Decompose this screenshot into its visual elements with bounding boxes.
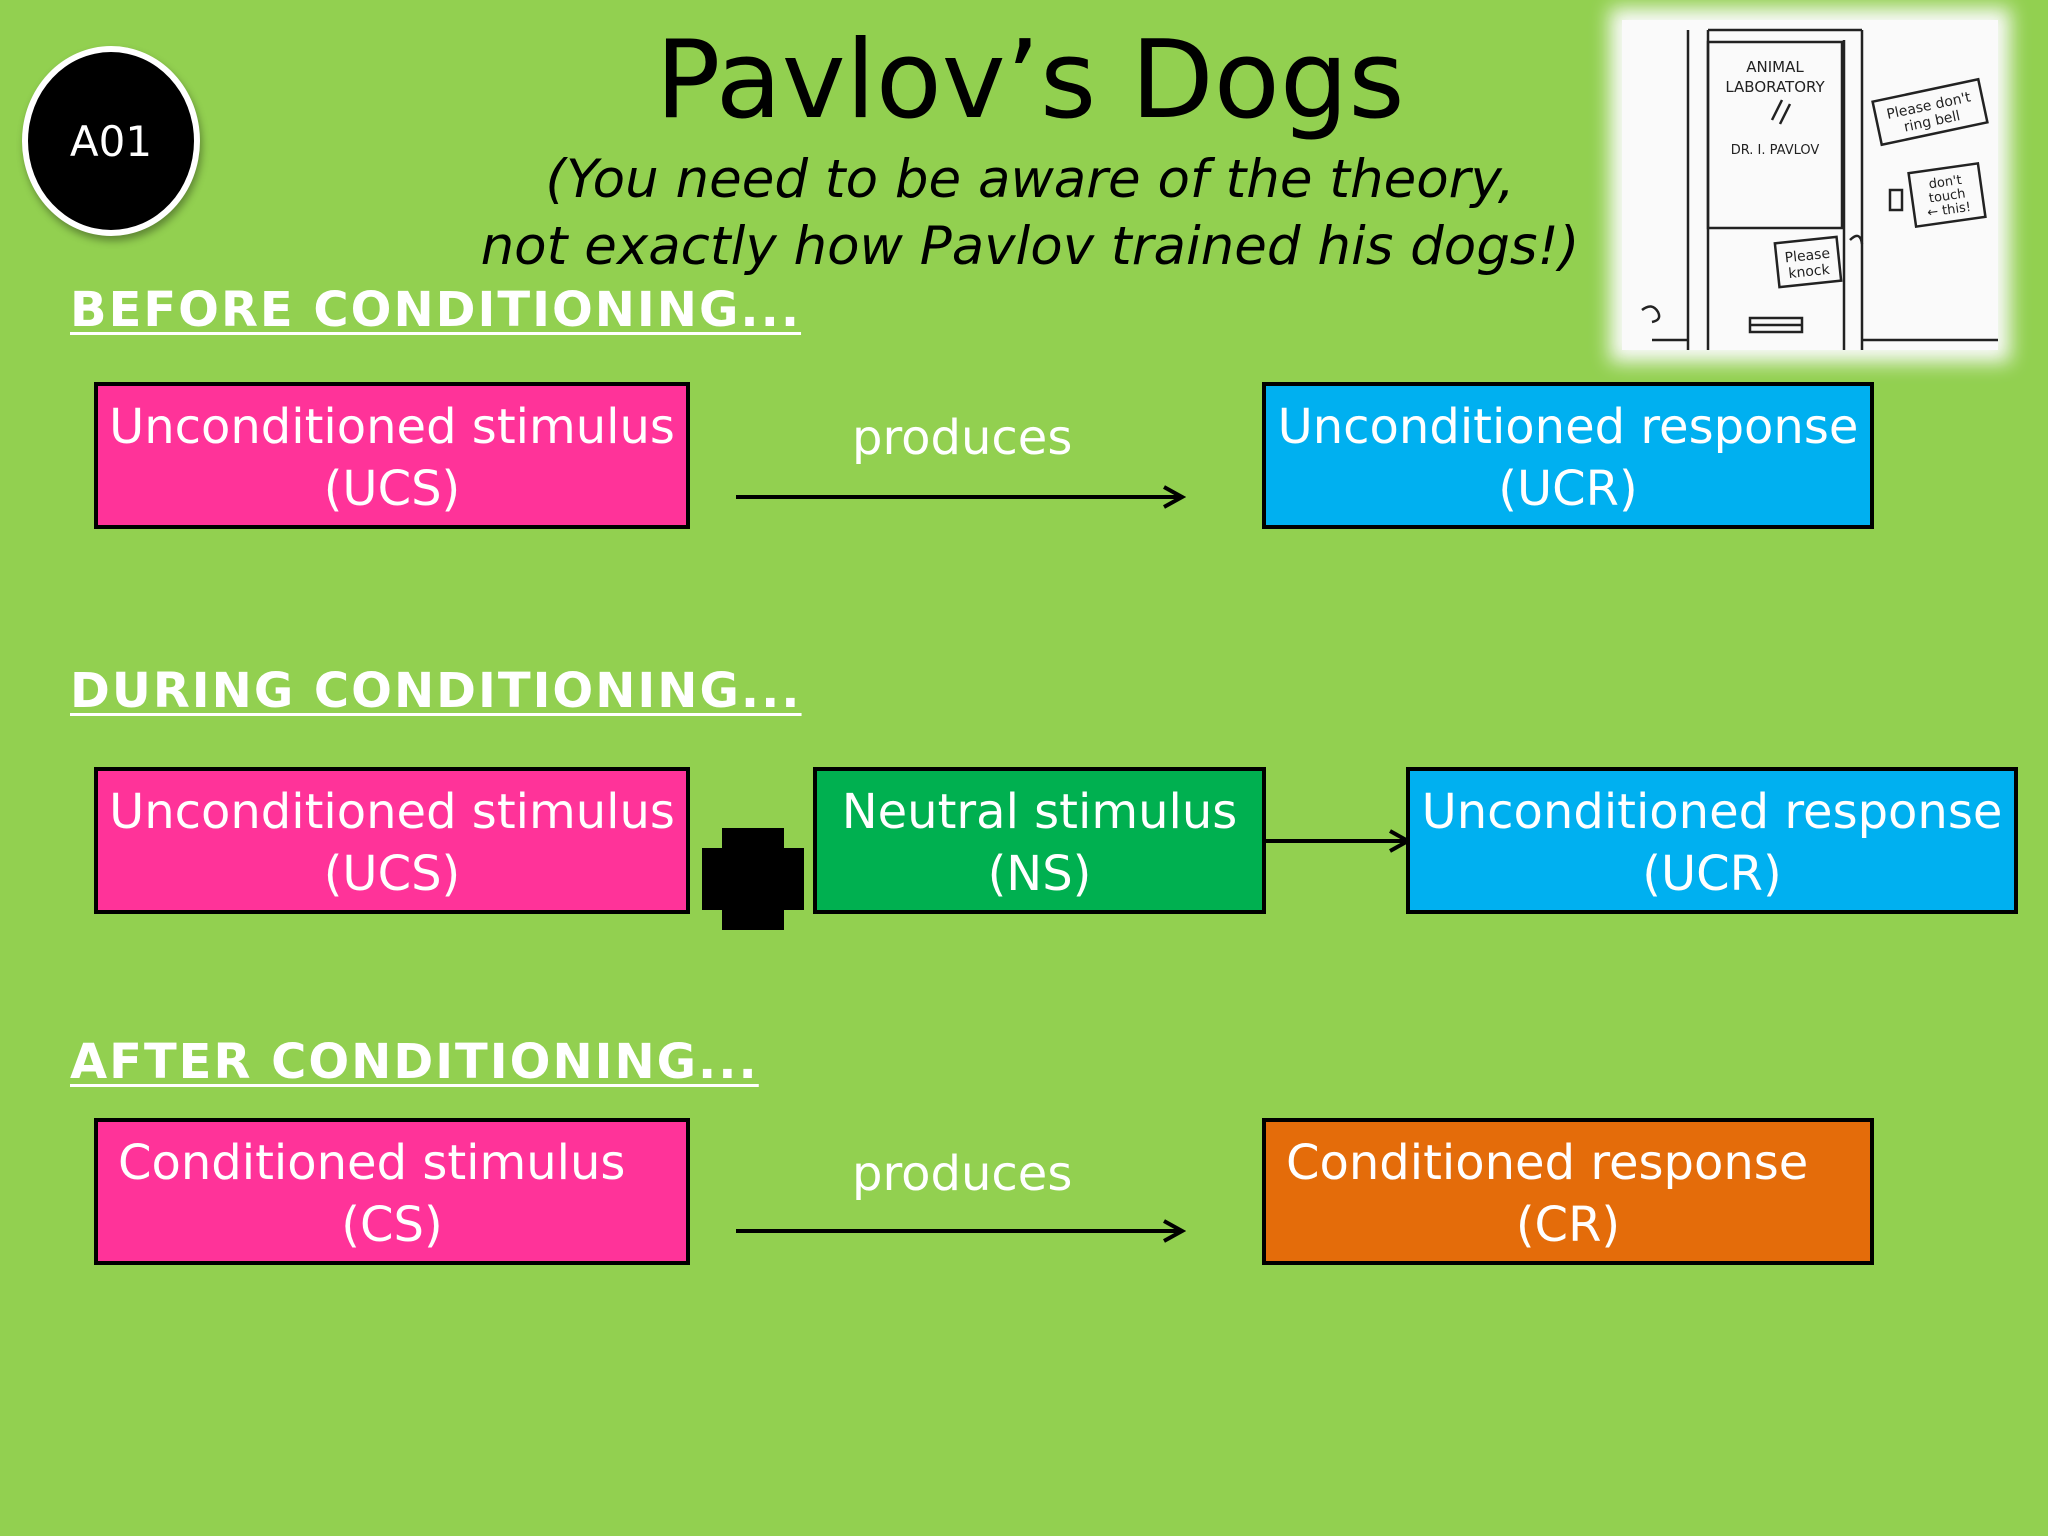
after-produces-arrow [736,1219,1186,1243]
before-produces-arrow [736,485,1186,509]
page-subtitle: (You need to be aware of the theory, not… [440,146,1620,280]
cartoon-sign-line-1: ANIMAL [1746,58,1804,76]
after-conditioned-response-box: Conditioned response (CR) [1262,1118,1874,1265]
cartoon-note-touch-1: don't [1928,173,1963,192]
subtitle-line-2: not exactly how Pavlov trained his dogs!… [480,216,1580,277]
during-ucr-label: Unconditioned response [1421,784,2003,840]
before-ucs-label: Unconditioned stimulus [109,399,675,455]
before-produces-label: produces [852,410,1073,466]
before-conditioning-heading: BEFORE CONDITIONING... [70,282,802,338]
during-ns-label: Neutral stimulus [841,784,1238,840]
a01-badge: A01 [22,46,200,236]
during-ucs-abbrev: (UCS) [323,846,461,902]
after-cs-label: Conditioned stimulus [118,1135,626,1191]
during-ucr-abbrev: (UCR) [1642,846,1782,902]
before-unconditioned-stimulus-box: Unconditioned stimulus (UCS) [94,382,690,529]
after-cs-abbrev: (CS) [341,1197,443,1253]
after-produces-label: produces [852,1146,1073,1202]
before-ucr-label: Unconditioned response [1277,399,1859,455]
after-conditioned-stimulus-box: Conditioned stimulus (CS) [94,1118,690,1265]
cartoon-note-touch-3: ← this! [1926,200,1972,221]
cartoon-note-touch-2: touch [1928,187,1966,207]
cartoon-door-name: DR. I. PAVLOV [1731,143,1820,158]
during-ns-abbrev: (NS) [987,846,1092,902]
during-ucs-label: Unconditioned stimulus [109,784,675,840]
during-unconditioned-response-box: Unconditioned response (UCR) [1406,767,2018,914]
after-cr-abbrev: (CR) [1515,1197,1621,1253]
subtitle-line-1: (You need to be aware of the theory, [545,149,1515,210]
after-conditioning-heading: AFTER CONDITIONING... [70,1034,759,1090]
cartoon-note-knock-1: Please [1784,246,1831,267]
pavlov-door-cartoon: ANIMAL LABORATORY DR. I. PAVLOV Please k… [1622,20,1998,350]
before-ucs-abbrev: (UCS) [323,461,461,517]
cartoon-note-knock-2: knock [1788,262,1832,282]
during-arrow [1266,829,1410,853]
during-conditioning-heading: DURING CONDITIONING... [70,663,802,719]
before-ucr-abbrev: (UCR) [1498,461,1638,517]
plus-icon [702,828,804,930]
cartoon-sign-line-2: LABORATORY [1725,78,1825,96]
during-neutral-stimulus-box: Neutral stimulus (NS) [813,767,1266,914]
before-unconditioned-response-box: Unconditioned response (UCR) [1262,382,1874,529]
page-title: Pavlov’s Dogs [655,18,1405,143]
door-drawing: ANIMAL LABORATORY DR. I. PAVLOV Please k… [1641,28,1998,350]
after-cr-label: Conditioned response [1286,1135,1809,1191]
during-unconditioned-stimulus-box: Unconditioned stimulus (UCS) [94,767,690,914]
